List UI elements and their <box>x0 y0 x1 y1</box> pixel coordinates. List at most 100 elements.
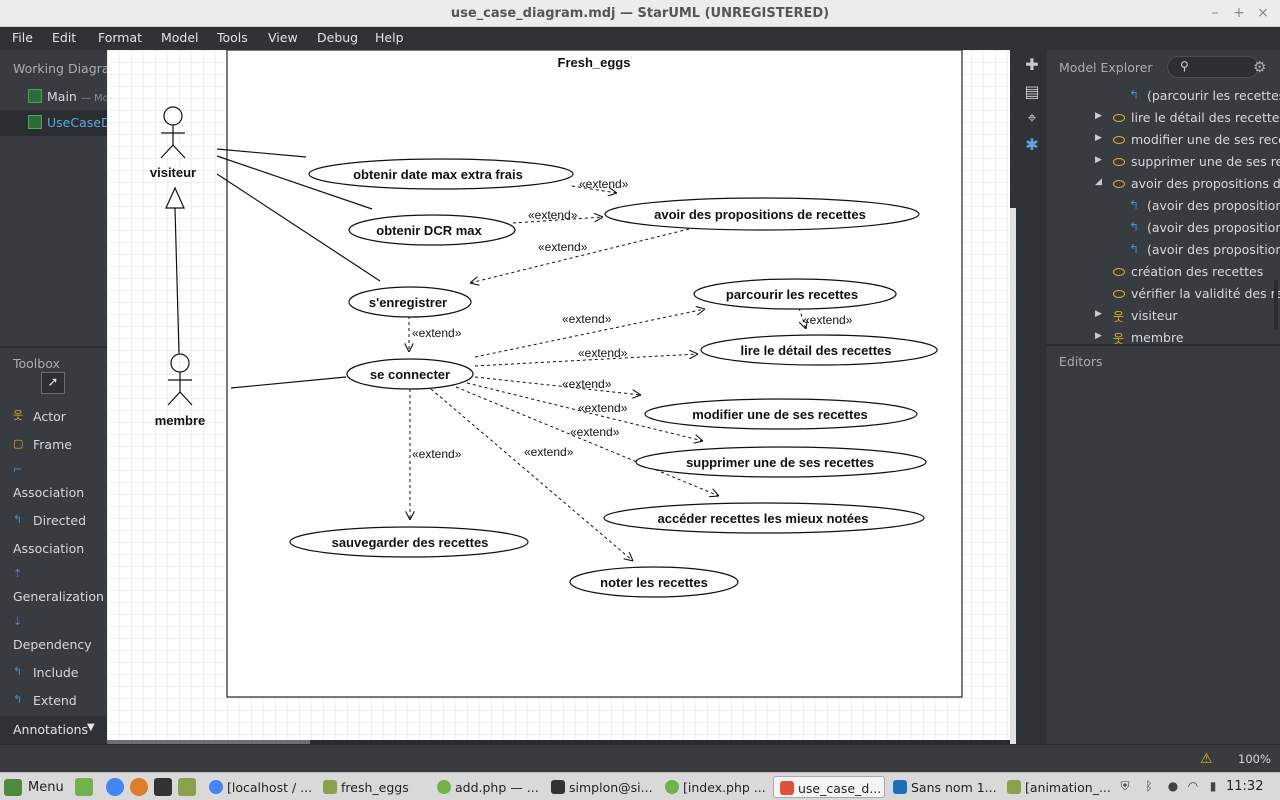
wifi-icon[interactable]: ◠ <box>1187 779 1199 793</box>
tree-item[interactable]: ▶ modifier une de ses recettes <box>1047 129 1280 151</box>
canvas-vertical-scrollbar[interactable] <box>1010 50 1016 744</box>
system-frame[interactable] <box>226 50 963 698</box>
menu-view[interactable]: View <box>268 30 298 45</box>
cursor-arrow-icon[interactable]: ➚ <box>41 372 65 394</box>
expand-arrow-icon[interactable]: ▶ <box>1095 111 1102 121</box>
menu-help[interactable]: Help <box>375 30 404 45</box>
gear-icon[interactable]: ⚙ <box>1253 58 1267 76</box>
tool-extend[interactable]: Extend <box>33 693 77 708</box>
tree-item-label: création des recettes <box>1131 264 1264 279</box>
tree-item[interactable]: création des recettes <box>1047 261 1280 283</box>
tree-item[interactable]: ▶ 웃 visiteur <box>1047 305 1280 327</box>
use-case-shapes[interactable] <box>289 158 938 598</box>
taskbar-window-sans-nom[interactable]: Sans nom 1... <box>887 776 999 798</box>
usecase-parcourir-recettes[interactable] <box>693 278 897 310</box>
shield-icon[interactable]: ⛨ <box>1120 779 1130 793</box>
terminal-icon[interactable] <box>154 778 172 796</box>
actor-visiteur[interactable] <box>160 106 186 159</box>
menu-tools[interactable]: Tools <box>217 30 248 45</box>
annotations-section[interactable]: Annotations ▼ <box>0 716 107 744</box>
scrollbar-thumb[interactable] <box>1010 50 1016 208</box>
maximize-button[interactable]: + <box>1233 5 1245 21</box>
usecase-obtenir-date-max[interactable] <box>308 158 574 190</box>
usecase-supprimer-recettes[interactable] <box>635 446 927 478</box>
extend-icon: ↰ <box>1129 220 1140 234</box>
menu-format[interactable]: Format <box>98 30 143 45</box>
menu-model[interactable]: Model <box>161 30 199 45</box>
generalization-line[interactable] <box>174 207 180 354</box>
tool-directed-association[interactable]: Association <box>13 541 85 556</box>
chrome-icon[interactable] <box>106 778 124 796</box>
extend-icon: ↰ <box>1129 88 1140 102</box>
tree-item[interactable]: ↰ (avoir des propositions de recettes <box>1047 217 1280 239</box>
usecase-propositions-recettes[interactable] <box>604 197 920 231</box>
tool-directed[interactable]: Directed <box>33 513 87 528</box>
usecase-senregistrer[interactable] <box>348 286 472 318</box>
layout-panels-icon[interactable]: ▤ <box>1024 82 1040 101</box>
show-desktop-icon[interactable] <box>75 778 93 796</box>
canvas-horizontal-scrollbar[interactable] <box>107 740 1010 744</box>
expand-arrow-icon[interactable]: ▶ <box>1095 133 1102 143</box>
tool-generalization[interactable]: Generalization <box>13 589 104 604</box>
scrollbar-thumb[interactable] <box>107 740 310 744</box>
files-icon[interactable] <box>178 778 196 796</box>
usecase-noter-recettes[interactable] <box>569 566 739 598</box>
expand-arrow-icon[interactable]: ▶ <box>1095 331 1102 341</box>
diagram-canvas[interactable]: Fresh_eggs visiteur membre <box>107 50 1010 740</box>
toolbox-title: Toolbox <box>13 356 60 371</box>
usecase-se-connecter[interactable] <box>346 358 474 390</box>
battery-icon[interactable]: ▮ <box>1209 779 1217 793</box>
usecase-sauvegarder-recettes[interactable] <box>289 526 529 558</box>
warning-icon[interactable]: ⚠ <box>1200 751 1213 767</box>
extensions-puzzle-icon[interactable]: ✚ <box>1025 55 1039 74</box>
bluetooth-icon[interactable]: ᛒ <box>1145 779 1153 793</box>
usecase-modifier-recettes[interactable] <box>644 398 918 430</box>
clock[interactable]: 11:32 <box>1226 779 1264 794</box>
zoom-level[interactable]: 100% <box>1238 752 1271 766</box>
taskbar-window-terminal[interactable]: simplon@si... <box>545 776 657 798</box>
expand-arrow-icon[interactable]: ▶ <box>1095 155 1102 165</box>
taskbar-window-index-php[interactable]: [index.php ... <box>659 776 771 798</box>
tree-item[interactable]: ↰ (avoir des propositions de recettes <box>1047 239 1280 261</box>
menu-debug[interactable]: Debug <box>317 30 359 45</box>
tool-association[interactable]: Association <box>13 485 85 500</box>
usecase-obtenir-dcr-max[interactable] <box>348 214 516 246</box>
usecase-lire-detail[interactable] <box>700 334 938 366</box>
search-input[interactable]: ⚲ <box>1167 56 1259 78</box>
taskbar-window-fresh-eggs[interactable]: fresh_eggs <box>317 776 429 798</box>
tree-item[interactable]: ▶ supprimer une de ses recettes <box>1047 151 1280 173</box>
close-button[interactable]: × <box>1257 5 1269 21</box>
associations[interactable] <box>216 148 381 389</box>
usecase-acceder-mieux-notees[interactable] <box>603 502 925 534</box>
user-icon[interactable]: ● <box>1167 779 1179 793</box>
tree-item[interactable]: ▶ 웃 membre <box>1047 327 1280 344</box>
working-diagram-main[interactable]: Main — Mod <box>0 84 107 110</box>
tree-item[interactable]: ↰ (avoir des propositions de recettes <box>1047 195 1280 217</box>
working-diagram-usecase[interactable]: UseCaseDia <box>0 110 107 136</box>
tool-actor[interactable]: Actor <box>33 409 66 424</box>
tree-item[interactable]: ◢ avoir des propositions de recettes <box>1047 173 1280 195</box>
taskbar-window-localhost[interactable]: [localhost / ... <box>203 776 315 798</box>
tree-item[interactable]: ↰ (parcourir les recettes-> <box>1047 85 1280 107</box>
menu-edit[interactable]: Edit <box>52 30 77 45</box>
usecase-label: parcourir les recettes <box>726 287 858 302</box>
actor-membre[interactable] <box>167 353 193 406</box>
tool-include[interactable]: Include <box>33 665 79 680</box>
tree-item[interactable]: ▶ lire le détail des recettes <box>1047 107 1280 129</box>
collapse-arrow-icon[interactable]: ◢ <box>1095 177 1102 187</box>
firefox-icon[interactable] <box>130 778 148 796</box>
taskbar-window-animation[interactable]: [animation_... <box>1001 776 1111 798</box>
tool-dependency[interactable]: Dependency <box>13 637 92 652</box>
tree-item[interactable]: vérifier la validité des recettes <box>1047 283 1280 305</box>
extend-relations[interactable] <box>409 185 806 561</box>
expand-arrow-icon[interactable]: ▶ <box>1095 309 1102 319</box>
explorer-scrollbar[interactable] <box>1274 280 1278 330</box>
taskbar-window-staruml[interactable]: use_case_d... <box>773 776 885 798</box>
start-menu-button[interactable]: Menu <box>4 777 66 797</box>
minimize-button[interactable]: – <box>1211 5 1219 21</box>
tool-frame[interactable]: Frame <box>33 437 72 452</box>
navigator-crosshair-icon[interactable]: ⌖ <box>1027 108 1037 127</box>
menu-file[interactable]: File <box>12 30 33 45</box>
gift-icon[interactable]: ✱ <box>1025 135 1039 154</box>
taskbar-window-add-php[interactable]: add.php — ... <box>431 776 543 798</box>
